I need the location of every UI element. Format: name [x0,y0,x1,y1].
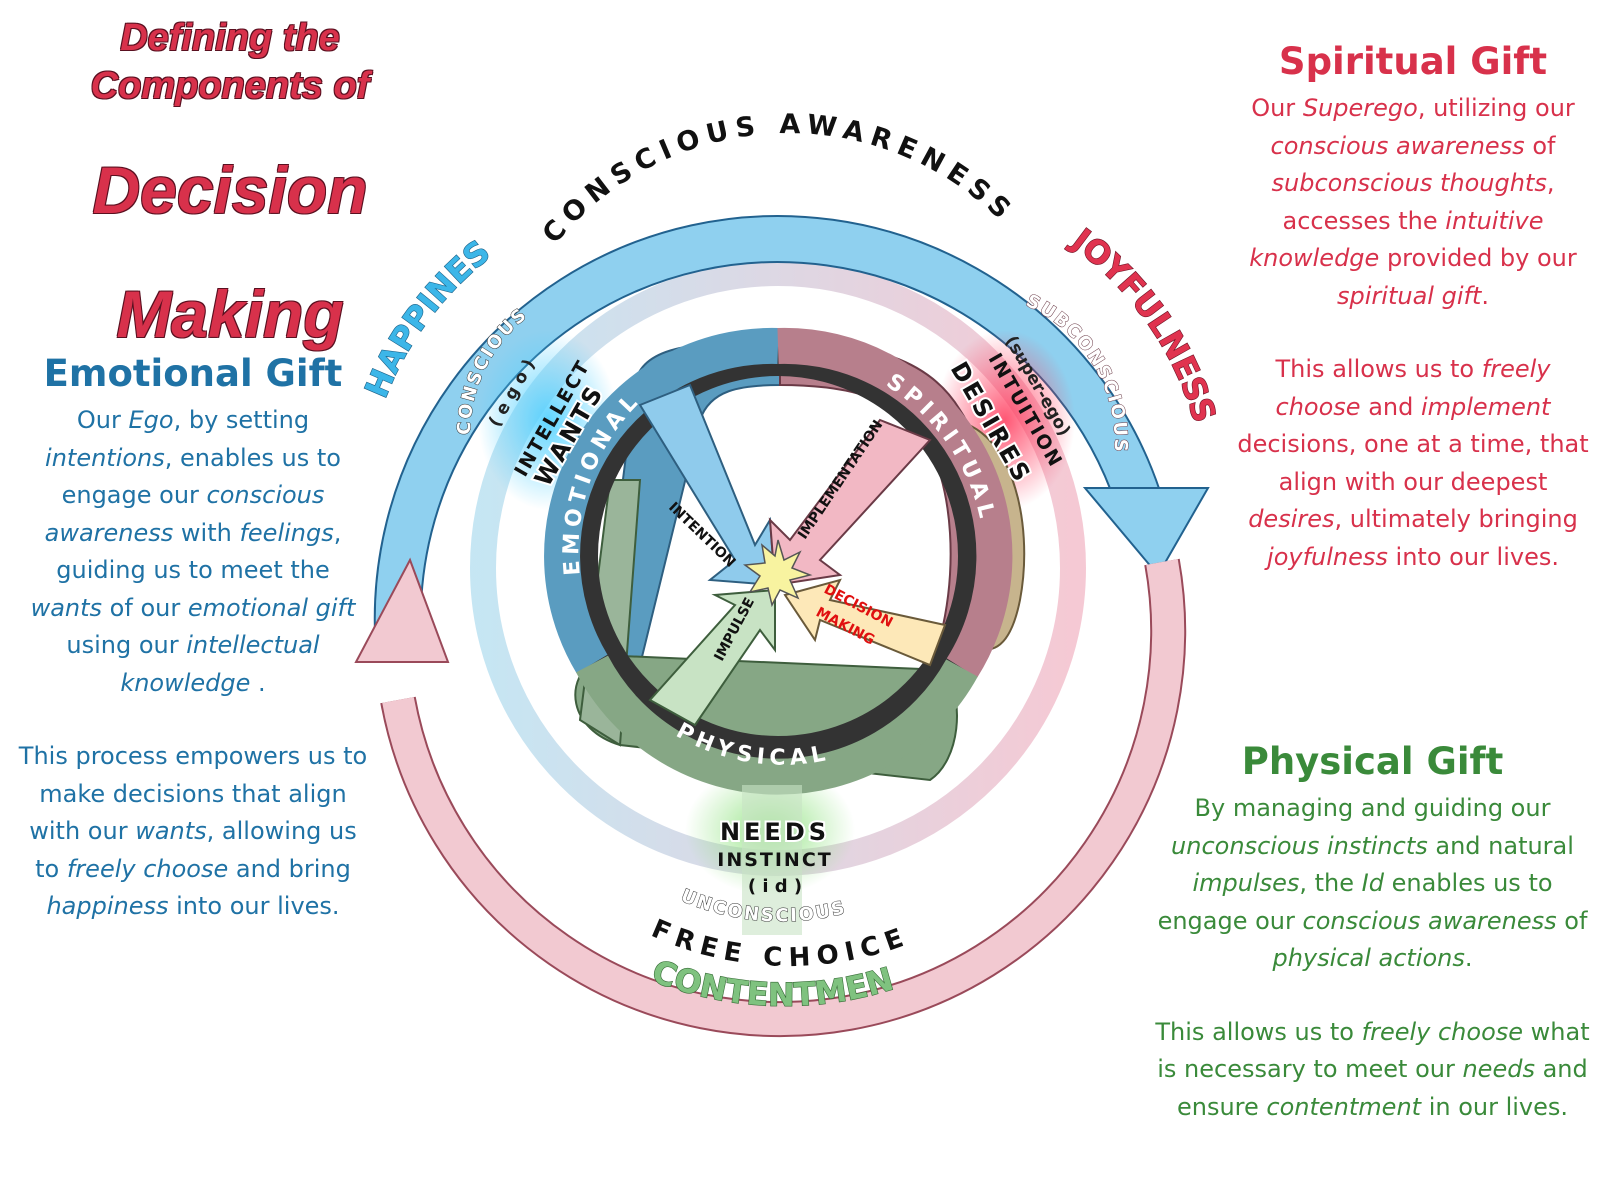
id-label: ( i d ) [748,876,802,897]
spiritual-gift-paragraph-2: This allows us to freely choose and impl… [1237,355,1589,571]
emphasis: conscious awareness [44,481,325,547]
spiritual-gift-heading: Spiritual Gift [1278,40,1548,83]
emphasis: intellectual knowledge [120,631,320,697]
emphasis: needs [1462,1055,1535,1083]
emphasis: wants [135,817,207,845]
title-top: Defining the Components of [40,14,420,110]
emotional-gift-heading: Emotional Gift [43,352,343,395]
physical-gift-panel: Physical Gift By managing and guiding ou… [1150,740,1595,1126]
emphasis: desires [1248,505,1335,533]
emphasis: spiritual gift [1337,281,1482,310]
emphasis: joyfulness [1267,542,1388,571]
emotional-gift-paragraph-1: Our Ego, by setting intentions, enables … [30,406,356,697]
emphasis: impulses [1192,869,1300,897]
emphasis: happiness [46,892,169,920]
title-line-3: Decision [92,153,368,227]
emphasis: intentions [45,443,165,472]
needs-stem [742,785,802,935]
decision-star-icon [742,539,813,608]
emphasis: Superego [1302,94,1418,122]
free-choice-arc [354,557,1187,1038]
spiritual-gift-panel: Spiritual Gift Our Superego, utilizing o… [1232,40,1594,576]
emphasis: freely choose [66,854,229,883]
emphasis: feelings [239,518,334,547]
emphasis: Ego [128,406,174,434]
emphasis: subconscious thoughts [1271,169,1547,197]
physical-gift-heading: Physical Gift [1241,740,1504,783]
implementation-arrow [768,418,932,587]
emphasis: intuitive knowledge [1249,206,1544,273]
emphasis: emotional gift [187,593,356,622]
emphasis: unconscious instincts [1171,831,1428,860]
emphasis: Id [1361,869,1384,897]
decision-arrow [783,578,947,667]
instinct-label: INSTINCT [717,849,833,871]
emphasis: implement [1420,392,1551,421]
emotional-gift-panel: Emotional Gift Our Ego, by setting inten… [18,352,368,926]
spiritual-gift-paragraph-1: Our Superego, utilizing our conscious aw… [1249,94,1577,310]
emphasis: wants [30,593,103,622]
physical-gift-paragraph-1: By managing and guiding our unconscious … [1157,794,1588,972]
emphasis: freely choose [1361,1017,1524,1046]
inner-ring [544,327,1013,795]
emphasis: conscious awareness [1270,131,1525,160]
emphasis: contentment [1266,1092,1422,1121]
physical-gift-paragraph-2: This allows us to freely choose what is … [1155,1017,1590,1121]
title-main: Decision Making [40,128,420,376]
needs-label: NEEDS [720,818,830,846]
title-line-1: Defining the [120,17,340,59]
emotional-gift-paragraph-2: This process empowers us to make decisio… [18,742,368,920]
impulse-arrow [648,588,776,727]
happiness-label: HAPPINESS [0,0,496,403]
emphasis: physical actions [1272,944,1465,972]
title-line-4: Making [116,277,344,351]
emphasis: freely choose [1275,355,1551,421]
title-line-2: Components of [90,65,370,107]
emphasis: conscious awareness [1302,906,1557,935]
